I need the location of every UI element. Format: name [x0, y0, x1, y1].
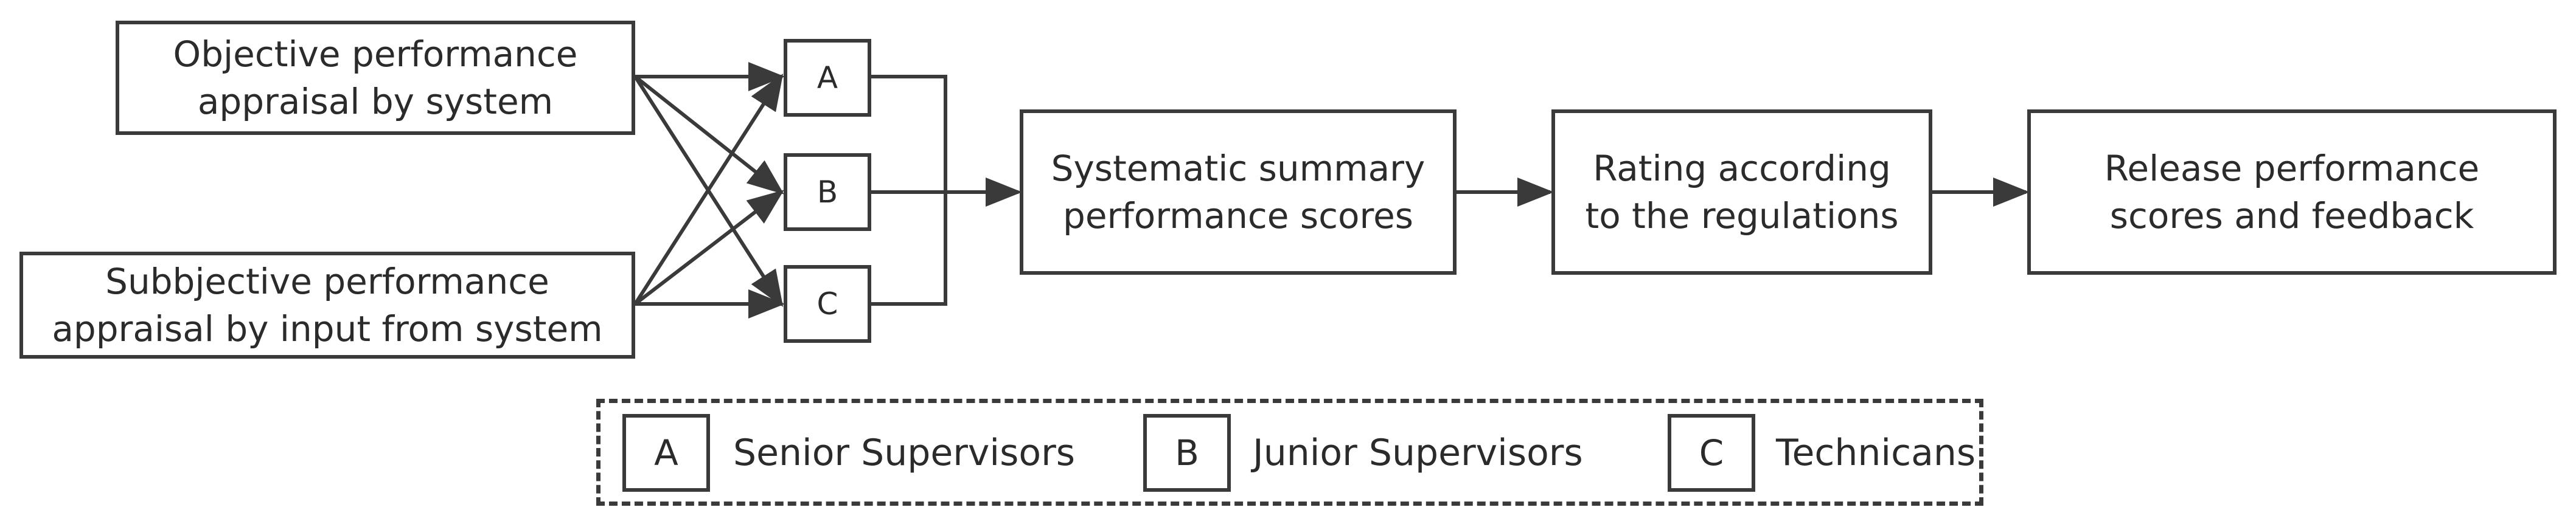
legend-label-c: Technicans: [1776, 432, 1976, 474]
legend-label-a: Senior Supervisors: [733, 432, 1076, 474]
role-a-box: A: [784, 39, 871, 117]
legend-key-a: A: [622, 414, 710, 492]
role-a-label: A: [816, 60, 838, 95]
subjective-appraisal-label: Subbjective performance appraisal by inp…: [52, 261, 603, 350]
arrow-subjective-to-a: [633, 73, 784, 305]
legend-key-c: C: [1668, 414, 1755, 492]
legend-key-b-label: B: [1175, 432, 1199, 474]
rating-label: Rating according to the regulations: [1585, 148, 1899, 236]
summary-scores-label: Systematic summary performance scores: [1051, 148, 1426, 236]
role-b-label: B: [816, 174, 838, 210]
role-c-label: C: [816, 286, 838, 322]
legend-label-b: Junior Supervisors: [1253, 432, 1583, 474]
legend-key-b: B: [1143, 414, 1231, 492]
role-c-box: C: [784, 265, 871, 343]
release-scores-box: Release performance scores and feedback: [2027, 109, 2557, 275]
rating-box: Rating according to the regulations: [1551, 109, 1932, 275]
objective-appraisal-label: Objective performance appraisal by syste…: [173, 33, 578, 122]
legend-key-a-label: A: [654, 432, 678, 474]
release-scores-label: Release performance scores and feedback: [2104, 148, 2480, 236]
legend-key-c-label: C: [1699, 432, 1724, 474]
arrow-subjective-to-b: [634, 190, 784, 306]
subjective-appraisal-box: Subbjective performance appraisal by inp…: [19, 252, 635, 359]
objective-appraisal-box: Objective performance appraisal by syste…: [116, 21, 635, 135]
role-b-box: B: [784, 153, 871, 231]
summary-scores-box: Systematic summary performance scores: [1020, 109, 1457, 275]
arrow-objective-to-b: [634, 75, 784, 195]
legend: A Senior Supervisors B Junior Supervisor…: [596, 399, 1983, 506]
